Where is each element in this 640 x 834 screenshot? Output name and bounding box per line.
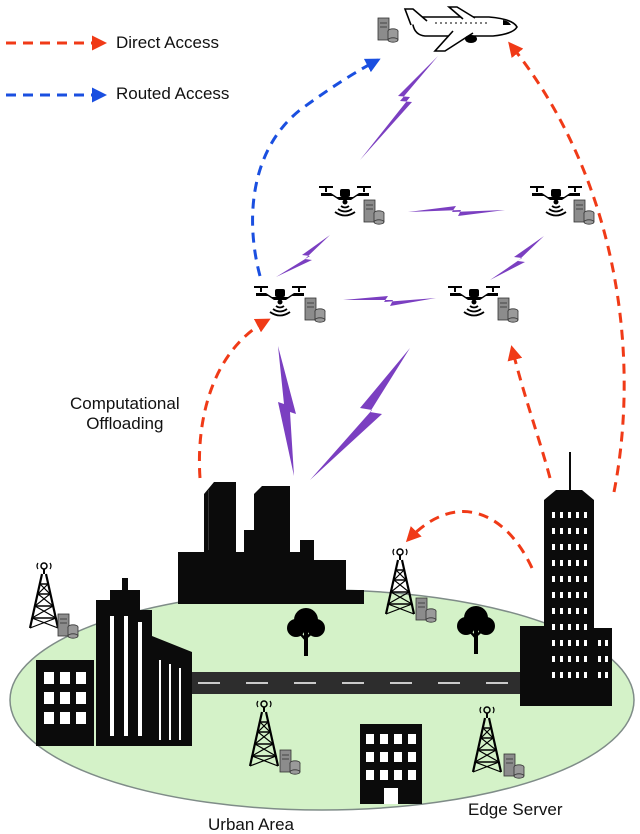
legend bbox=[6, 35, 107, 103]
wireless-links bbox=[276, 56, 544, 480]
direct-access-arrow-plane bbox=[508, 41, 626, 493]
airplane-icon bbox=[403, 6, 518, 52]
edge-server-label: Edge Server bbox=[468, 800, 563, 819]
lightning-icon bbox=[408, 206, 505, 216]
building-icon-center bbox=[360, 724, 422, 804]
building-icon-left-tower bbox=[96, 578, 192, 746]
lightning-icon bbox=[343, 296, 436, 306]
edge-server-building-icon bbox=[520, 452, 612, 706]
lightning-icon bbox=[278, 346, 296, 476]
lightning-icon bbox=[490, 236, 544, 280]
drone-icon bbox=[253, 286, 307, 317]
drone-icon bbox=[318, 186, 372, 217]
legend-direct-label: Direct Access bbox=[116, 33, 219, 52]
access-arrows bbox=[197, 41, 626, 569]
lightning-icon bbox=[360, 56, 438, 160]
offloading-label-line2: Offloading bbox=[86, 413, 164, 433]
drone-top-left bbox=[318, 186, 385, 225]
server-icon bbox=[573, 199, 595, 225]
server-icon bbox=[497, 297, 519, 323]
building-icon-left-block bbox=[36, 660, 94, 746]
routed-access-arrow bbox=[251, 58, 381, 277]
offloading-label: Computational Offloading bbox=[70, 394, 180, 433]
tower-icon bbox=[384, 547, 416, 616]
drone-middle-right bbox=[447, 286, 519, 323]
drone-top-right bbox=[529, 186, 595, 225]
legend-routed-label: Routed Access bbox=[116, 84, 230, 103]
urban-area-label: Urban Area bbox=[208, 815, 294, 834]
direct-access-arrow-drone bbox=[507, 345, 552, 479]
lightning-icon bbox=[276, 235, 330, 277]
tower-left bbox=[28, 561, 79, 639]
skyline-building-icon bbox=[178, 482, 364, 604]
offloading-arrow bbox=[197, 318, 271, 479]
server-icon bbox=[304, 297, 326, 323]
road bbox=[140, 672, 540, 694]
drone-middle-left bbox=[253, 286, 326, 323]
server-icon bbox=[57, 613, 79, 639]
airplane-server-icon bbox=[377, 17, 399, 43]
lightning-icon bbox=[310, 348, 410, 480]
edge-to-tower-arrow bbox=[405, 510, 534, 569]
tower-icon bbox=[28, 561, 60, 630]
server-icon bbox=[363, 199, 385, 225]
drone-icon bbox=[447, 286, 501, 317]
offloading-label-line1: Computational bbox=[70, 394, 180, 413]
